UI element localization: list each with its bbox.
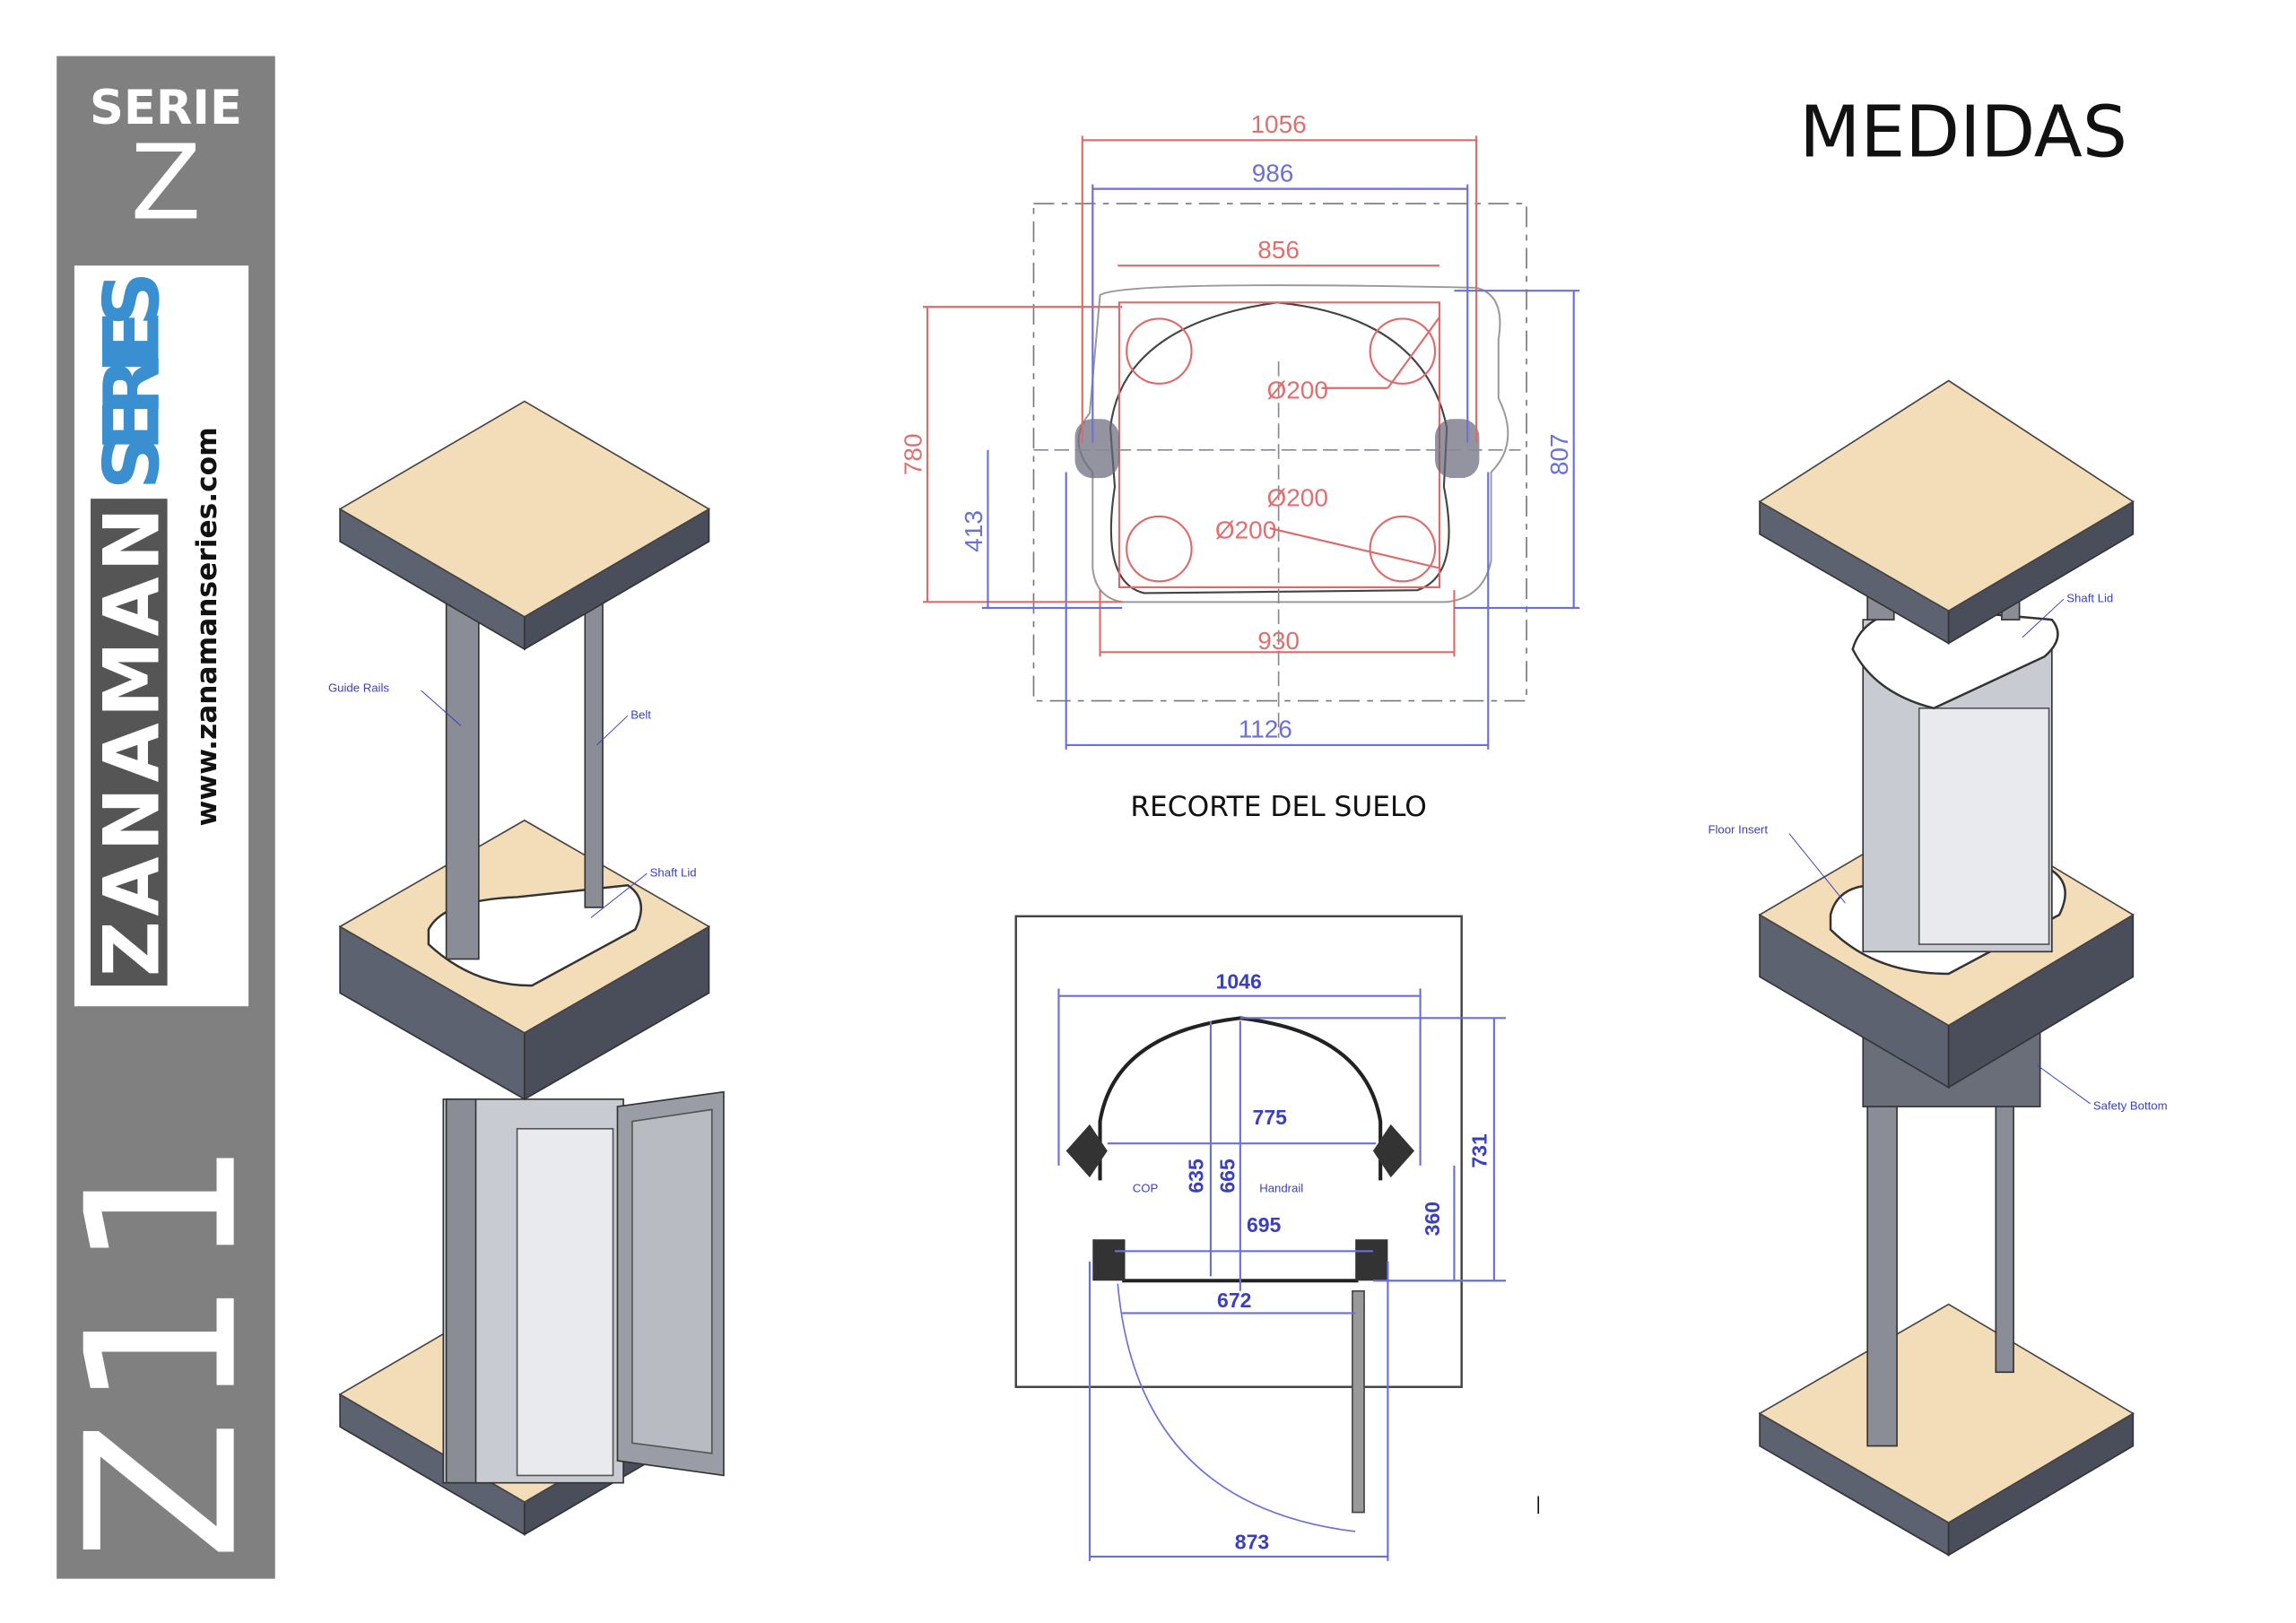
brand-logo: ZANAMAN SERIES [89, 272, 178, 986]
floor-cutout-caption: RECORTE DEL SUELO [1130, 791, 1427, 823]
dim-780: 780 [899, 433, 926, 475]
brand-website: www.zanamanseries.com [191, 427, 223, 826]
brand-band: SERIE Z ZANAMAN SERIES www.zanamanseries… [43, 56, 283, 1579]
dim-986: 986 [1252, 159, 1294, 187]
dim-731: 731 [1468, 1133, 1492, 1168]
serie-label: SERIE [90, 81, 242, 135]
cutout-inner [1109, 301, 1450, 595]
plan-view-drawing: 1046 775 635 665 695 672 873 360 731 COP… [1014, 915, 1540, 1561]
safety-bottom-label: Safety Bottom [2093, 1098, 2168, 1112]
left-rail-mount [1074, 419, 1119, 479]
top-slab [1758, 379, 2135, 612]
dim-635: 635 [1185, 1159, 1208, 1193]
handrail-label: Handrail [1259, 1182, 1303, 1195]
radius-label-1: Ø200 [1266, 376, 1327, 404]
brand-name-part2: SERIES [89, 272, 178, 490]
guide-rails-label: Guide Rails [328, 681, 389, 695]
right-rail-mount [1435, 419, 1480, 479]
bottom-slab [1758, 1303, 2135, 1524]
top-slab [338, 400, 711, 618]
dim-1046: 1046 [1216, 969, 1262, 993]
radius-label-3: Ø200 [1215, 516, 1276, 544]
belt-label: Belt [631, 707, 651, 721]
dim-413: 413 [960, 510, 987, 552]
dim-665: 665 [1215, 1159, 1239, 1193]
dim-930: 930 [1257, 627, 1300, 655]
plan-shaft-outline [1014, 915, 1463, 1388]
dim-873: 873 [1235, 1531, 1269, 1554]
cop-label: COP [1133, 1182, 1159, 1195]
page-title: MEDIDAS [1799, 91, 2127, 173]
cutout-outer [1077, 284, 1509, 603]
belt [584, 596, 604, 908]
dim-1126: 1126 [1239, 716, 1292, 743]
dim-807: 807 [1545, 433, 1573, 475]
dim-775: 775 [1253, 1106, 1288, 1129]
dim-360: 360 [1421, 1202, 1444, 1236]
dim-695: 695 [1247, 1213, 1282, 1237]
serie-letter: Z [130, 124, 201, 244]
left-elevator-model: Guide Rails Belt Shaft Lid [328, 400, 725, 1536]
guide-rail [445, 596, 480, 960]
floor-cutout-drawing: 1056 986 856 930 1126 780 413 807 Ø200 Ø… [899, 110, 1580, 823]
model-name: Z11 [43, 1130, 283, 1561]
right-elevator-model: Shaft Lid Floor Insert Safety Bottom [1708, 379, 2168, 1557]
dim-672: 672 [1217, 1289, 1251, 1312]
dim-856: 856 [1257, 236, 1300, 264]
shaft-lid-label-right: Shaft Lid [2066, 591, 2113, 604]
cutout-red-outline [1118, 301, 1441, 588]
radius-label-2: Ø200 [1266, 483, 1327, 511]
shaft-lid-label-left: Shaft Lid [650, 865, 697, 879]
floor-insert-label: Floor Insert [1708, 823, 1768, 837]
dim-1056: 1056 [1251, 110, 1307, 138]
brand-name-part1: ZANAMAN [89, 508, 178, 976]
